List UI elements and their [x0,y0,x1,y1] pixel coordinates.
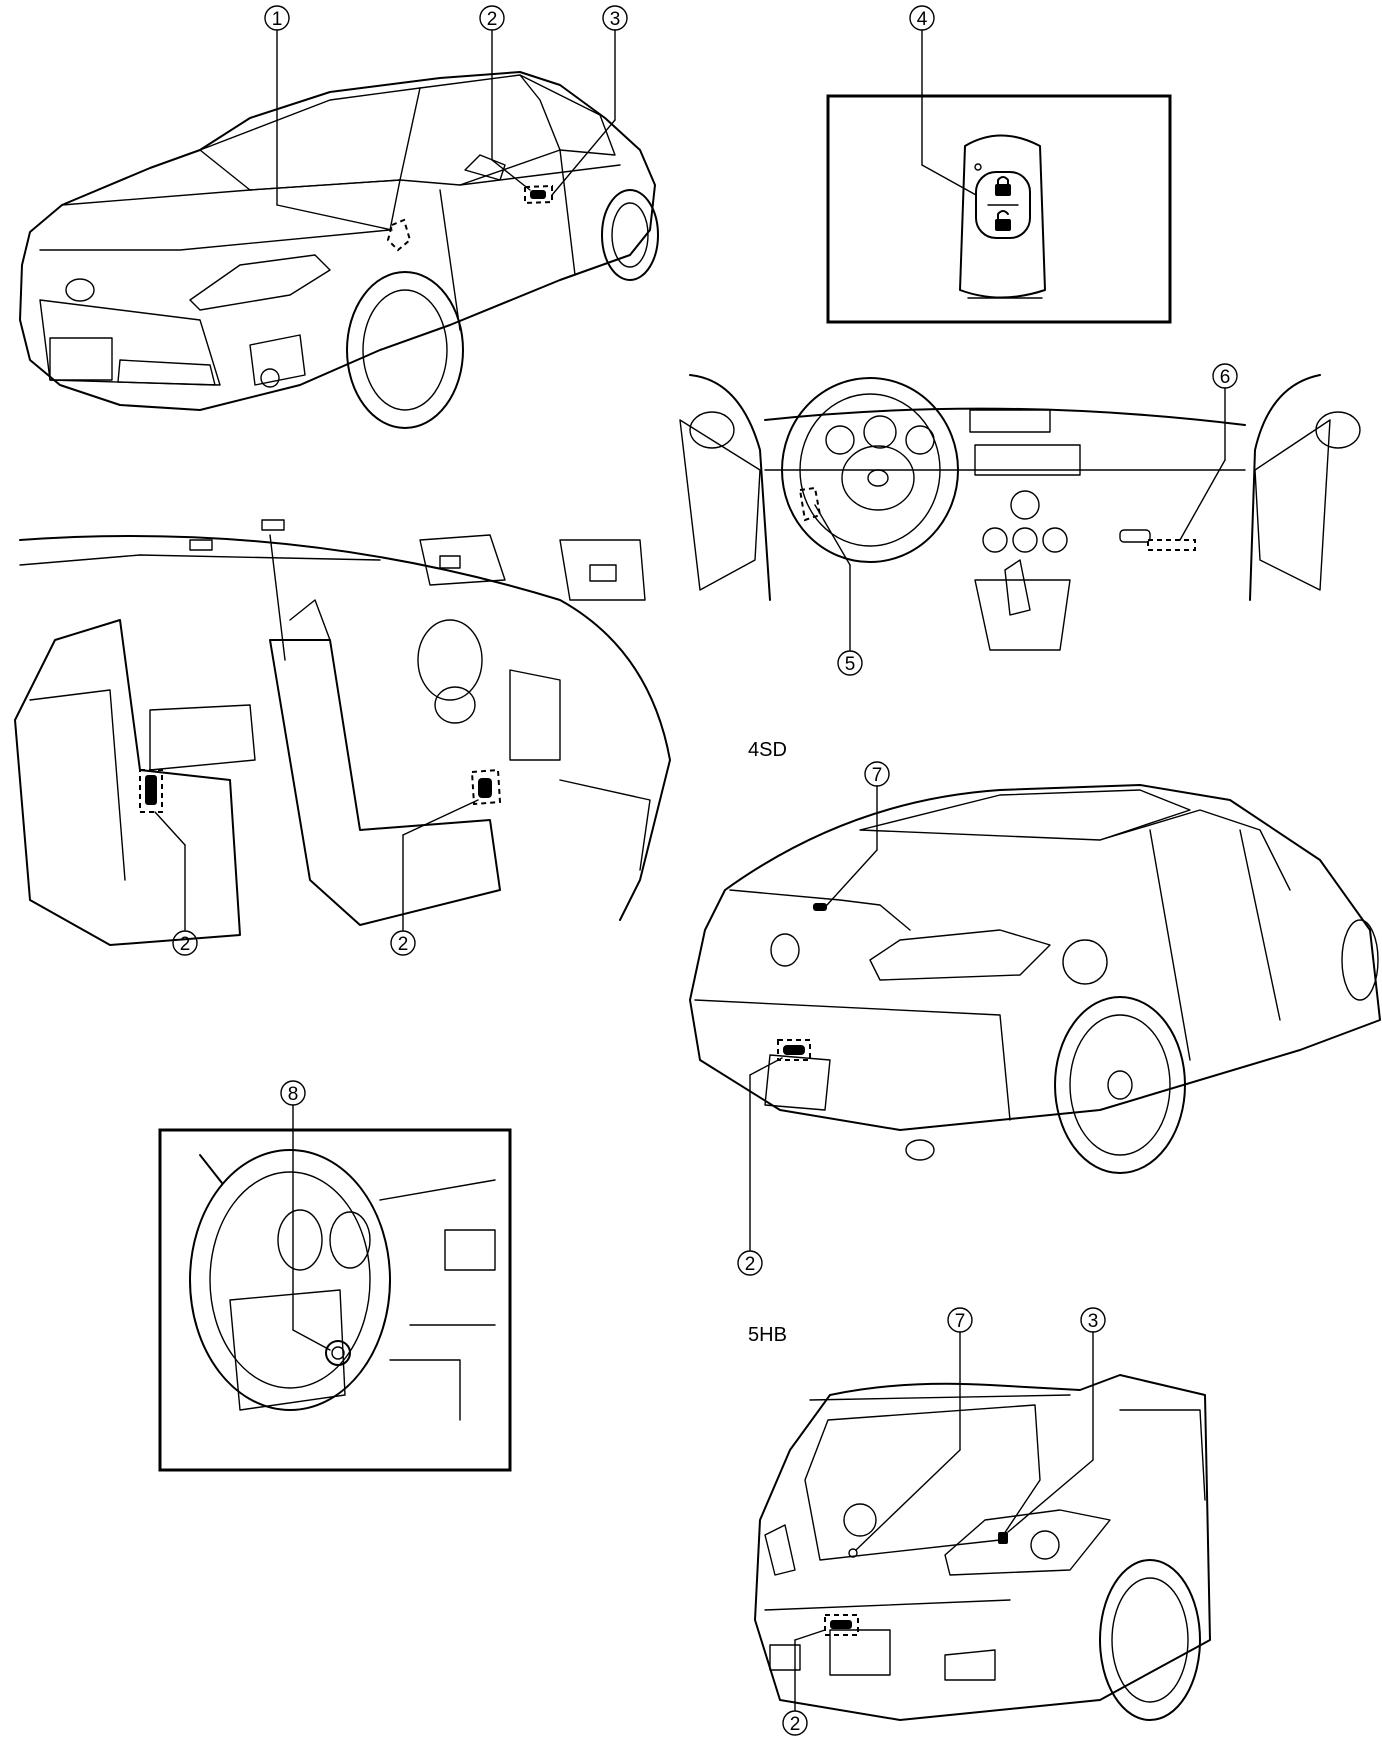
callout-4: 4 [909,5,935,31]
svg-text:6: 6 [1220,367,1231,388]
lock-icon [995,176,1011,196]
svg-text:2: 2 [180,934,191,955]
svg-text:4: 4 [917,9,928,30]
svg-text:2: 2 [790,1714,801,1735]
svg-text:2: 2 [398,934,409,955]
hatchback-rear-view [754,1331,1211,1721]
unlock-icon [995,210,1011,231]
interior-view [14,519,671,946]
svg-text:7: 7 [955,1311,966,1332]
svg-text:7: 7 [872,765,883,786]
callout-7-sedan: 7 [864,761,890,787]
sedan-variant-label: 4SD [748,739,787,761]
callout-7-hatchback: 7 [947,1307,973,1333]
callout-3-hatchback: 3 [1080,1307,1106,1333]
svg-text:3: 3 [610,9,621,30]
front-exterior-view [19,29,659,429]
svg-text:8: 8 [288,1084,299,1105]
sedan-rear-view [689,784,1381,1251]
dashboard-view [679,374,1361,651]
callout-2-sedan: 2 [737,1250,763,1276]
callout-1: 1 [264,5,290,31]
svg-text:2: 2 [745,1254,756,1275]
svg-text:1: 1 [272,9,283,30]
callout-2-hatchback: 2 [782,1710,808,1736]
svg-text:3: 3 [1088,1311,1099,1332]
callout-2-front: 2 [479,5,505,31]
steering-column-view [158,1104,512,1472]
smart-key-view [826,29,1172,324]
callout-2-interior-rear: 2 [172,930,198,956]
callout-3-front: 3 [602,5,628,31]
callout-8: 8 [280,1080,306,1106]
callout-6: 6 [1212,363,1238,389]
svg-text:5: 5 [845,654,856,675]
callout-2-interior-front: 2 [390,930,416,956]
callout-5: 5 [837,650,863,676]
hatchback-variant-label: 5HB [748,1324,787,1346]
svg-text:2: 2 [487,9,498,30]
